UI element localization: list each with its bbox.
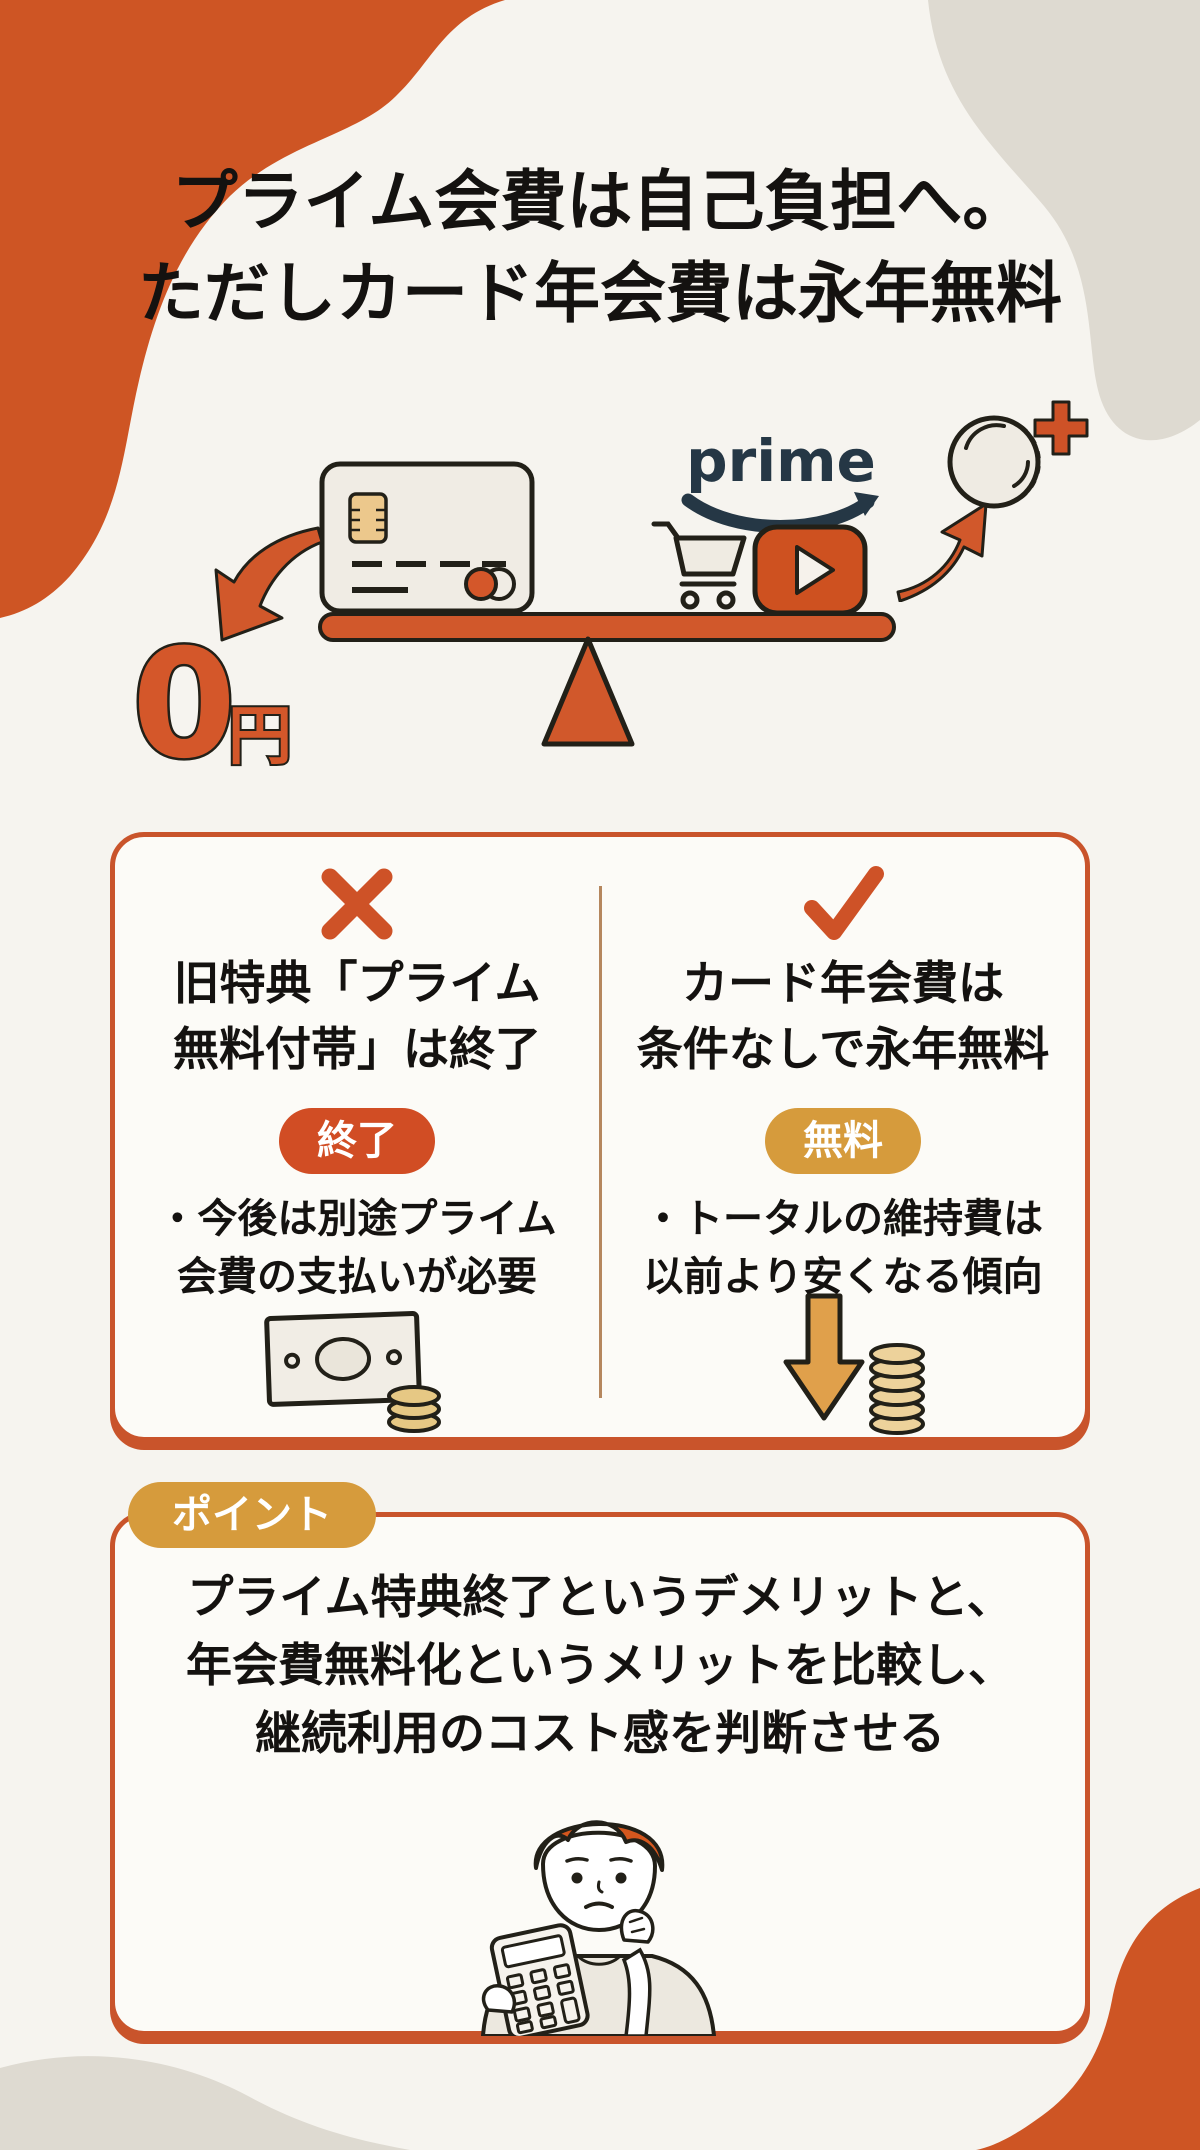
money-bill-icon [262, 1308, 452, 1436]
down-arrow-icon [783, 1293, 865, 1421]
check-mark-wrap [604, 864, 1082, 944]
x-mark-icon [321, 868, 393, 940]
thinking-person-illustration [428, 1788, 772, 2036]
free-badge: 無料 [765, 1108, 921, 1174]
credit-card-icon [318, 460, 536, 615]
coin-stack-icon [387, 1385, 441, 1433]
blob-bottom-right [976, 1888, 1200, 2150]
curved-arrow-down-icon [196, 524, 326, 646]
blob-top-right [928, 0, 1200, 441]
plus-icon [1033, 400, 1089, 456]
check-mark-icon [804, 866, 884, 940]
zero-yen-unit: 円 [228, 700, 292, 774]
zero-yen-label: 0 円 [132, 630, 302, 775]
blob-top-left [0, 0, 505, 618]
point-text-line-1: プライム特典終了というデメリットと、 [187, 1570, 1013, 1624]
seesaw-bar [318, 612, 896, 642]
right-badge-row: 無料 [604, 1108, 1082, 1174]
calculator-icon [489, 1923, 590, 2036]
x-mark-wrap [118, 864, 596, 944]
curved-arrow-up-icon [892, 500, 994, 602]
left-badge-row: 終了 [118, 1108, 596, 1174]
left-heading-line-2: 無料付帯」は終了 [173, 1022, 541, 1076]
point-text-line-2: 年会費無料化というメリットを比較し、 [186, 1638, 1014, 1692]
point-badge: ポイント [128, 1482, 376, 1548]
coin-icon [942, 398, 1094, 516]
ended-badge: 終了 [279, 1108, 435, 1174]
coin-stack-icon [869, 1343, 925, 1435]
prime-logo-text: prime [686, 427, 876, 495]
right-bullet-line-2: 以前より安くなる傾向 [643, 1254, 1043, 1300]
right-bullet-line-1: ・トータルの維持費は [643, 1196, 1043, 1242]
left-heading-line-1: 旧特典「プライム [173, 956, 541, 1010]
blob-bottom-left [0, 2056, 410, 2150]
right-heading-line-2: 条件なしで永年無料 [636, 1022, 1050, 1076]
left-bullet-line-1: ・今後は別途プライム [157, 1196, 557, 1242]
video-play-icon [752, 524, 868, 616]
point-card [110, 1512, 1090, 2036]
left-bullet-line-2: 会費の支払いが必要 [177, 1254, 537, 1300]
page-title-line-1: プライム会費は自己負担へ。 [171, 163, 1029, 240]
cost-down-icon [766, 1292, 936, 1440]
right-heading-line-1: カード年会費は [682, 956, 1004, 1010]
shopping-cart-icon [648, 514, 748, 614]
seesaw-fulcrum-icon [540, 634, 636, 749]
zero-yen-amount: 0 [132, 630, 236, 775]
column-divider [599, 886, 602, 1398]
page-title-line-2: ただしカード年会費は永年無料 [138, 255, 1062, 332]
point-text-line-3: 継続利用のコスト感を判断させる [255, 1706, 945, 1760]
